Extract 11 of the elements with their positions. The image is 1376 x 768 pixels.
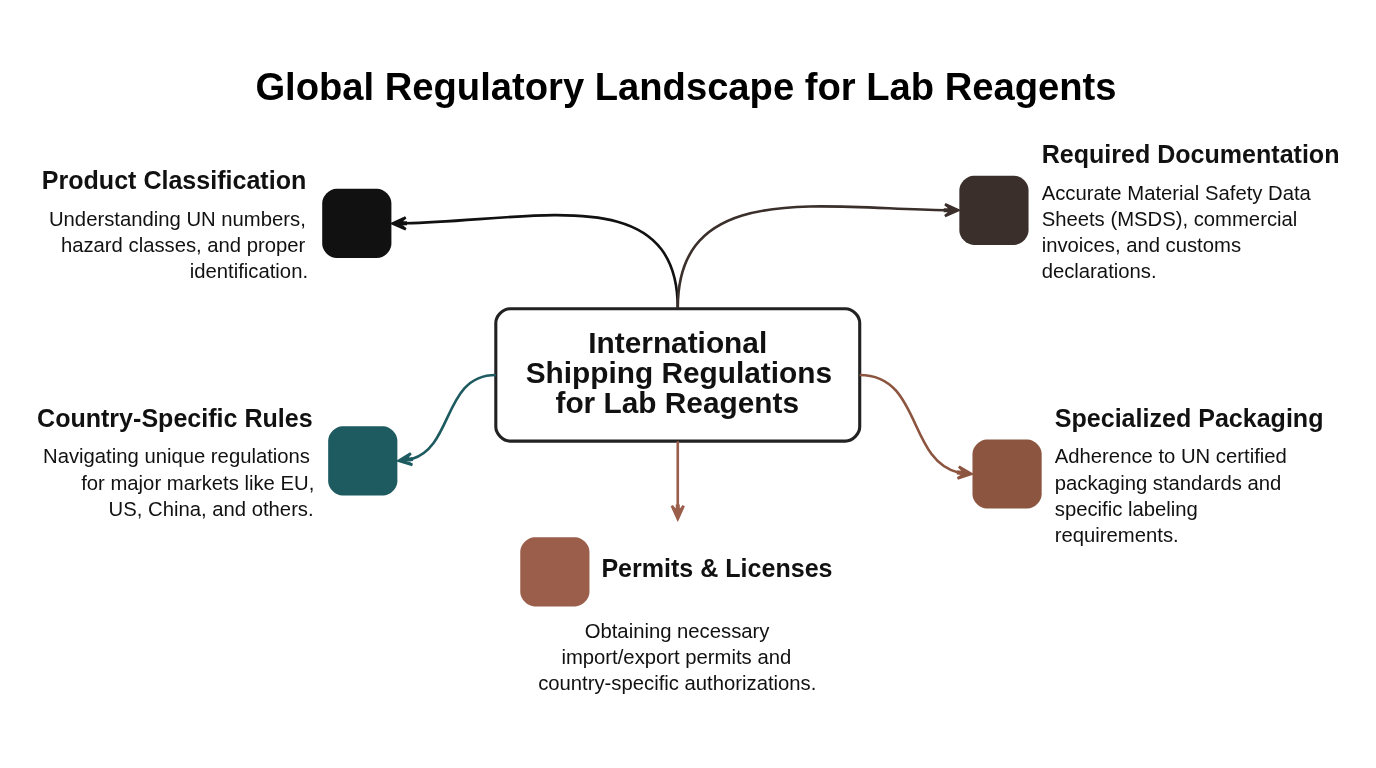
node-label: Product Classification [41,165,306,194]
node-label: Obtaining necessary import/export permits and country-specific authorizations. [537,619,816,694]
node-label: Permits & Licenses [600,553,833,582]
node-label: Understanding UN numbers, hazard classes, and proper identification. [48,207,308,282]
node-label: Navigating unique regulations for major markets like EU, US, China, and others. [42,444,314,520]
node-label: Adherence to UN certified packaging standards and specific labeling requirements. [1054,444,1287,546]
diagram-title: Global Regulatory Landscape for Lab Reagents [254,64,1117,108]
node-label: Country-Specific Rules [36,403,313,432]
node-label: Accurate Material Safety Data Sheets (MSDS), commercial invoices, and customs declarations. [1041,181,1311,282]
node-label: Specialized Packaging [1054,403,1323,432]
node-label: Required Documentation [1041,139,1339,168]
